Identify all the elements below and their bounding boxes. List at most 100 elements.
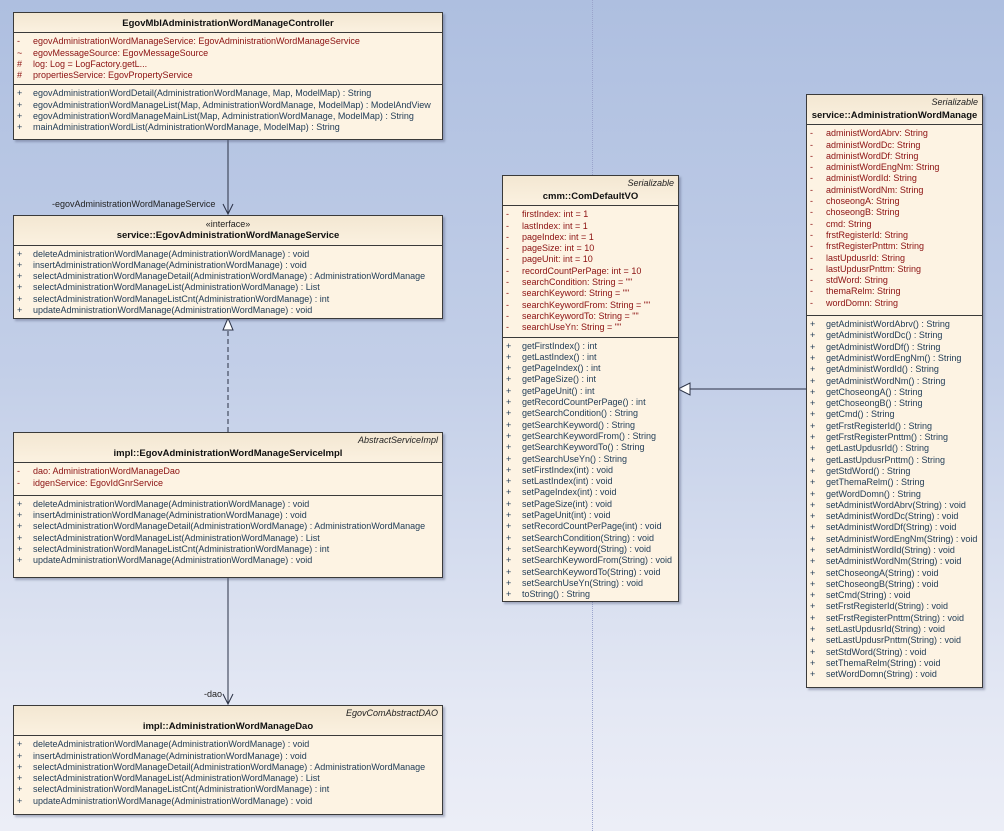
attribute-row[interactable]: -cmd: String: [809, 219, 980, 230]
operation-row[interactable]: +setAdministWordEngNm(String) : void: [809, 534, 980, 545]
attribute-row[interactable]: -wordDomn: String: [809, 298, 980, 309]
operation-row[interactable]: +getChoseongB() : String: [809, 398, 980, 409]
operation-row[interactable]: +getAdministWordDc() : String: [809, 330, 980, 341]
operation-row[interactable]: +getPageSize() : int: [505, 374, 676, 385]
attribute-row[interactable]: -frstRegisterPnttm: String: [809, 241, 980, 252]
operation-row[interactable]: +getLastUpdusrPnttm() : String: [809, 455, 980, 466]
attribute-row[interactable]: -administWordDc: String: [809, 140, 980, 151]
operation-row[interactable]: +mainAdministrationWordList(Administrati…: [16, 122, 440, 133]
operation-row[interactable]: +getThemaRelm() : String: [809, 477, 980, 488]
class-dao[interactable]: EgovComAbstractDAO impl::AdministrationW…: [13, 705, 443, 815]
operation-row[interactable]: +getSearchCondition() : String: [505, 408, 676, 419]
attribute-row[interactable]: -pageUnit: int = 10: [505, 254, 676, 265]
operation-row[interactable]: +getStdWord() : String: [809, 466, 980, 477]
class-administration-word-manage[interactable]: Serializable service::AdministrationWord…: [806, 94, 983, 688]
attribute-row[interactable]: -idgenService: EgovIdGnrService: [16, 478, 440, 489]
attribute-row[interactable]: #log: Log = LogFactory.getL...: [16, 59, 440, 70]
operation-row[interactable]: +setPageSize(int) : void: [505, 499, 676, 510]
attribute-row[interactable]: #propertiesService: EgovPropertyService: [16, 70, 440, 81]
operation-row[interactable]: +deleteAdministrationWordManage(Administ…: [16, 499, 440, 510]
operation-row[interactable]: +setSearchCondition(String) : void: [505, 533, 676, 544]
operation-row[interactable]: +getSearchKeywordFrom() : String: [505, 431, 676, 442]
operation-row[interactable]: +insertAdministrationWordManage(Administ…: [16, 260, 440, 271]
operation-row[interactable]: +egovAdministrationWordDetail(Administra…: [16, 88, 440, 99]
operation-row[interactable]: +setSearchKeywordTo(String) : void: [505, 567, 676, 578]
attribute-row[interactable]: -administWordDf: String: [809, 151, 980, 162]
operation-row[interactable]: +getAdministWordAbrv() : String: [809, 319, 980, 330]
attribute-row[interactable]: -administWordAbrv: String: [809, 128, 980, 139]
operation-row[interactable]: +deleteAdministrationWordManage(Administ…: [16, 249, 440, 260]
attribute-row[interactable]: -choseongB: String: [809, 207, 980, 218]
operation-row[interactable]: +getLastIndex() : int: [505, 352, 676, 363]
attribute-row[interactable]: -frstRegisterId: String: [809, 230, 980, 241]
class-service-interface[interactable]: «interface» service::EgovAdministrationW…: [13, 215, 443, 319]
operation-row[interactable]: +getWordDomn() : String: [809, 489, 980, 500]
operation-row[interactable]: +updateAdministrationWordManage(Administ…: [16, 305, 440, 316]
operation-row[interactable]: +getFrstRegisterId() : String: [809, 421, 980, 432]
operation-row[interactable]: +setFrstRegisterId(String) : void: [809, 601, 980, 612]
operation-row[interactable]: +getAdministWordId() : String: [809, 364, 980, 375]
attribute-row[interactable]: -themaRelm: String: [809, 286, 980, 297]
operation-row[interactable]: +setLastUpdusrPnttm(String) : void: [809, 635, 980, 646]
operation-row[interactable]: +setStdWord(String) : void: [809, 647, 980, 658]
operation-row[interactable]: +updateAdministrationWordManage(Administ…: [16, 555, 440, 566]
attribute-row[interactable]: -lastUpdusrId: String: [809, 253, 980, 264]
operation-row[interactable]: +getFrstRegisterPnttm() : String: [809, 432, 980, 443]
attribute-row[interactable]: -lastIndex: int = 1: [505, 221, 676, 232]
operation-row[interactable]: +setSearchKeyword(String) : void: [505, 544, 676, 555]
operation-row[interactable]: +getSearchKeyword() : String: [505, 420, 676, 431]
attribute-row[interactable]: -administWordId: String: [809, 173, 980, 184]
operation-row[interactable]: +setRecordCountPerPage(int) : void: [505, 521, 676, 532]
class-default-vo[interactable]: Serializable cmm::ComDefaultVO -firstInd…: [502, 175, 679, 602]
operation-row[interactable]: +setAdministWordDc(String) : void: [809, 511, 980, 522]
operation-row[interactable]: +setAdministWordAbrv(String) : void: [809, 500, 980, 511]
attribute-row[interactable]: -recordCountPerPage: int = 10: [505, 266, 676, 277]
class-controller[interactable]: EgovMblAdministrationWordManageControlle…: [13, 12, 443, 140]
operation-row[interactable]: +getSearchKeywordTo() : String: [505, 442, 676, 453]
operation-row[interactable]: +getPageUnit() : int: [505, 386, 676, 397]
operation-row[interactable]: +setFirstIndex(int) : void: [505, 465, 676, 476]
operation-row[interactable]: +insertAdministrationWordManage(Administ…: [16, 510, 440, 521]
operation-row[interactable]: +selectAdministrationWordManageDetail(Ad…: [16, 521, 440, 532]
operation-row[interactable]: +selectAdministrationWordManageList(Admi…: [16, 533, 440, 544]
operation-row[interactable]: +setChoseongB(String) : void: [809, 579, 980, 590]
operation-row[interactable]: +setThemaRelm(String) : void: [809, 658, 980, 669]
operation-row[interactable]: +setPageIndex(int) : void: [505, 487, 676, 498]
attribute-row[interactable]: -lastUpdusrPnttm: String: [809, 264, 980, 275]
operation-row[interactable]: +setWordDomn(String) : void: [809, 669, 980, 680]
operation-row[interactable]: +getSearchUseYn() : String: [505, 454, 676, 465]
operation-row[interactable]: +selectAdministrationWordManageDetail(Ad…: [16, 271, 440, 282]
operation-row[interactable]: +setAdministWordId(String) : void: [809, 545, 980, 556]
operation-row[interactable]: +setSearchUseYn(String) : void: [505, 578, 676, 589]
attribute-row[interactable]: -stdWord: String: [809, 275, 980, 286]
operation-row[interactable]: +setFrstRegisterPnttm(String) : void: [809, 613, 980, 624]
operation-row[interactable]: +setLastIndex(int) : void: [505, 476, 676, 487]
attribute-row[interactable]: -searchUseYn: String = "": [505, 322, 676, 333]
operation-row[interactable]: +egovAdministrationWordManageList(Map, A…: [16, 100, 440, 111]
operation-row[interactable]: +insertAdministrationWordManage(Administ…: [16, 751, 440, 762]
operation-row[interactable]: +setCmd(String) : void: [809, 590, 980, 601]
attribute-row[interactable]: -firstIndex: int = 1: [505, 209, 676, 220]
attribute-row[interactable]: ~egovMessageSource: EgovMessageSource: [16, 48, 440, 59]
attribute-row[interactable]: -administWordNm: String: [809, 185, 980, 196]
operation-row[interactable]: +getRecordCountPerPage() : int: [505, 397, 676, 408]
operation-row[interactable]: +setLastUpdusrId(String) : void: [809, 624, 980, 635]
operation-row[interactable]: +selectAdministrationWordManageDetail(Ad…: [16, 762, 440, 773]
attribute-row[interactable]: -administWordEngNm: String: [809, 162, 980, 173]
operation-row[interactable]: +getAdministWordDf() : String: [809, 342, 980, 353]
operation-row[interactable]: +setChoseongA(String) : void: [809, 568, 980, 579]
operation-row[interactable]: +selectAdministrationWordManageList(Admi…: [16, 282, 440, 293]
operation-row[interactable]: +setAdministWordNm(String) : void: [809, 556, 980, 567]
operation-row[interactable]: +setPageUnit(int) : void: [505, 510, 676, 521]
operation-row[interactable]: +getChoseongA() : String: [809, 387, 980, 398]
operation-row[interactable]: +selectAdministrationWordManageListCnt(A…: [16, 544, 440, 555]
class-service-impl[interactable]: AbstractServiceImpl impl::EgovAdministra…: [13, 432, 443, 578]
attribute-row[interactable]: -searchKeyword: String = "": [505, 288, 676, 299]
operation-row[interactable]: +getLastUpdusrId() : String: [809, 443, 980, 454]
operation-row[interactable]: +egovAdministrationWordManageMainList(Ma…: [16, 111, 440, 122]
attribute-row[interactable]: -egovAdministrationWordManageService: Eg…: [16, 36, 440, 47]
operation-row[interactable]: +getPageIndex() : int: [505, 363, 676, 374]
attribute-row[interactable]: -dao: AdministrationWordManageDao: [16, 466, 440, 477]
operation-row[interactable]: +getCmd() : String: [809, 409, 980, 420]
attribute-row[interactable]: -searchCondition: String = "": [505, 277, 676, 288]
